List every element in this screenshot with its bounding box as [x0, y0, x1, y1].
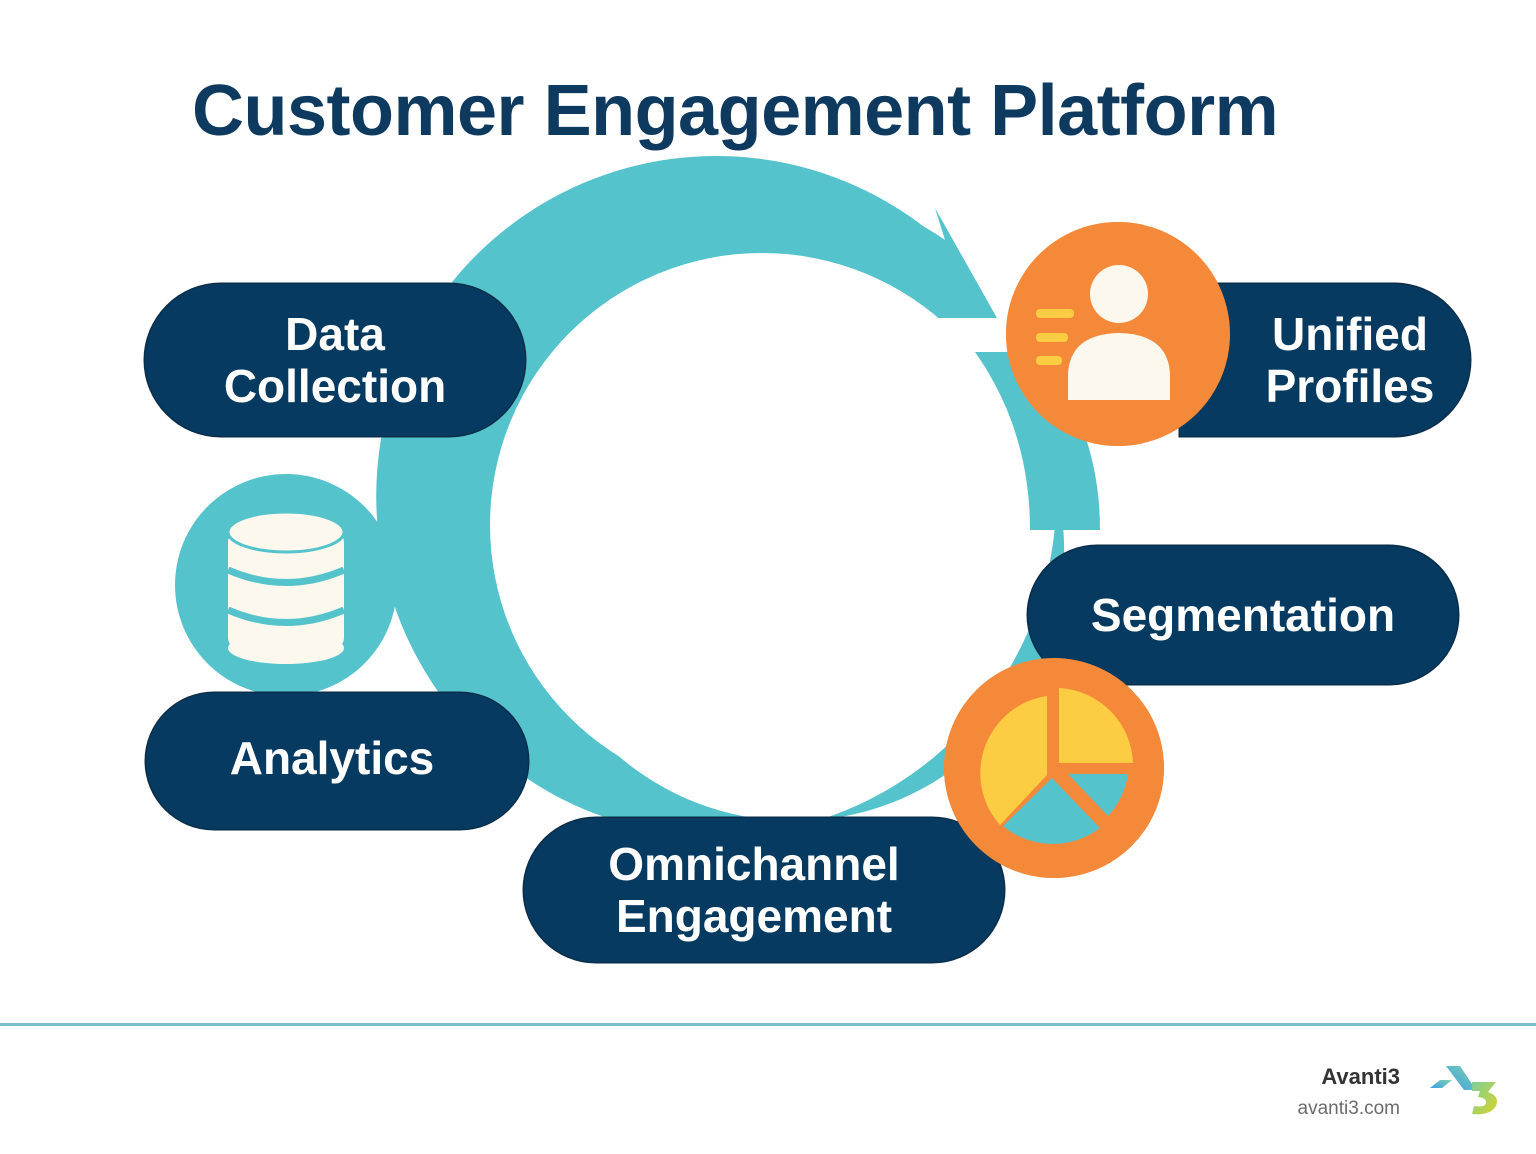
database-icon	[175, 474, 397, 696]
node-label: Segmentation	[1090, 589, 1396, 641]
node-label: Analytics	[229, 732, 435, 784]
footer-divider	[0, 1023, 1536, 1026]
node-label: Collection	[223, 360, 447, 412]
node-label: Omnichannel	[608, 838, 900, 890]
cycle-center	[490, 253, 1034, 797]
node-data-collection: Data Collection	[145, 284, 525, 436]
avanti3-logo-icon	[1430, 1066, 1497, 1115]
node-segmentation: Segmentation	[1028, 546, 1458, 684]
brand-name: Avanti3	[1321, 1064, 1400, 1089]
node-analytics: Analytics	[146, 693, 528, 829]
node-unified-profiles: Unified Profiles	[1180, 284, 1470, 436]
cycle-arc-top	[500, 188, 997, 360]
page-title: Customer Engagement Platform	[192, 71, 1279, 151]
brand-url: avanti3.com	[1297, 1098, 1400, 1119]
node-label: Profiles	[1265, 360, 1435, 412]
node-label: Engagement	[615, 890, 893, 942]
cycle-arrow-icon	[376, 155, 1100, 836]
node-omnichannel-engagement: Omnichannel Engagement	[524, 818, 1004, 962]
node-label: Data	[285, 308, 385, 360]
node-label: Unified	[1272, 308, 1428, 360]
